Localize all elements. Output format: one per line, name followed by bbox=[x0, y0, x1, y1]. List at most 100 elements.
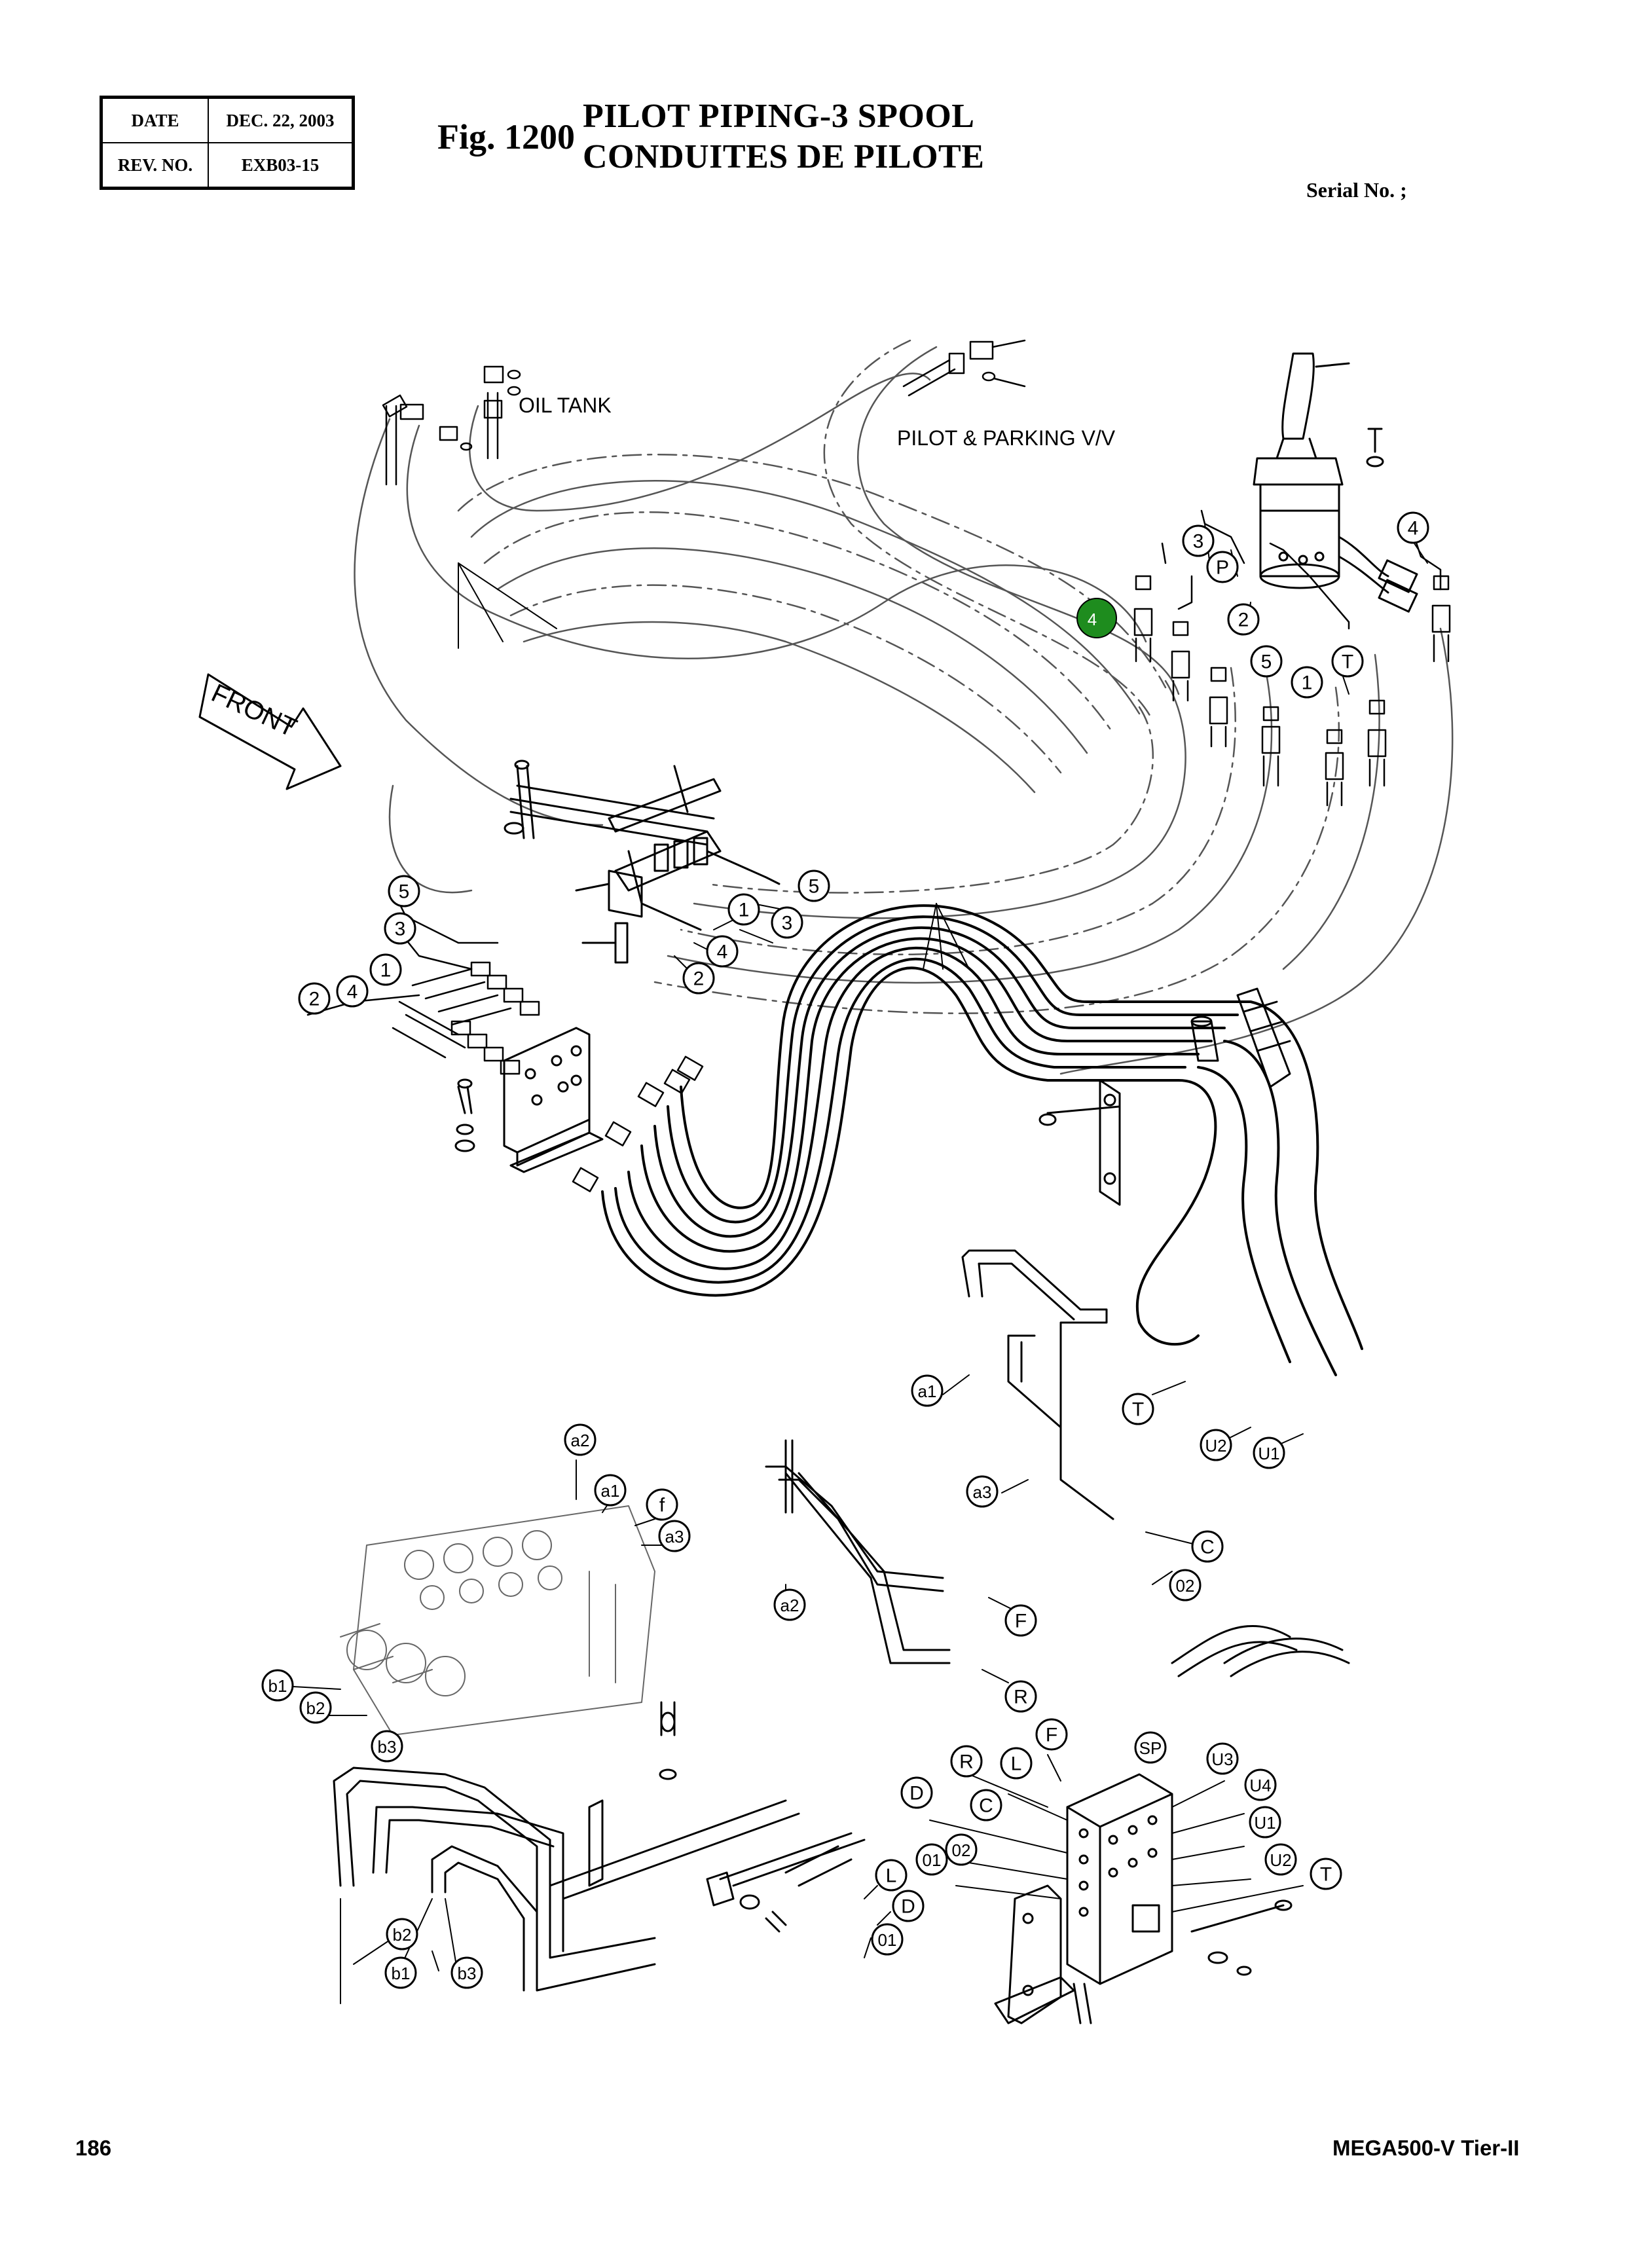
center-pilot-pipes bbox=[765, 1249, 1114, 1664]
callout-label: a3 bbox=[973, 1482, 992, 1502]
callout-circle bbox=[1249, 1806, 1281, 1839]
callout-label: f bbox=[659, 1495, 665, 1516]
callout-label: 1 bbox=[739, 900, 750, 921]
callout-circle bbox=[798, 869, 830, 902]
callout-circle bbox=[1035, 1718, 1068, 1751]
callout-label: 2 bbox=[693, 968, 705, 990]
left-fitting-cluster bbox=[306, 889, 540, 1075]
figure-number: Fig. 1200 bbox=[437, 117, 575, 156]
callout-label: L bbox=[886, 1865, 897, 1887]
callout-label: 2 bbox=[1238, 610, 1249, 631]
callout-label: U4 bbox=[1249, 1776, 1271, 1795]
callout-circle bbox=[1169, 1569, 1202, 1601]
callout-label: F bbox=[1046, 1725, 1057, 1746]
callout-label: 3 bbox=[1193, 531, 1204, 553]
highlight-marker[interactable]: 4 bbox=[1076, 598, 1117, 638]
joystick-port-fittings bbox=[1133, 509, 1451, 807]
callout-circle bbox=[1182, 524, 1215, 557]
callout-label: 01 bbox=[878, 1930, 897, 1950]
callout-label: b3 bbox=[458, 1964, 477, 1983]
rev-label: REV. NO. bbox=[100, 142, 209, 189]
callout-circle bbox=[564, 1423, 597, 1456]
callout-circle bbox=[900, 1776, 933, 1809]
serial-number: Serial No. ; bbox=[1306, 178, 1407, 202]
control-valve-body bbox=[340, 1505, 655, 1736]
callout-label: 5 bbox=[1261, 651, 1272, 673]
callout-circle bbox=[1000, 1747, 1033, 1780]
callout-label: R bbox=[959, 1751, 974, 1773]
callout-label: 1 bbox=[1302, 672, 1313, 694]
callout-circle bbox=[915, 1843, 948, 1876]
callout-circle bbox=[1200, 1429, 1232, 1461]
lower-right-lines bbox=[1171, 1625, 1350, 1677]
callout-circle bbox=[970, 1789, 1002, 1821]
callout-circle bbox=[1206, 1742, 1239, 1775]
middle-elbow-fittings bbox=[572, 1055, 704, 1192]
callout-label: U1 bbox=[1258, 1444, 1279, 1463]
callout-label: b3 bbox=[378, 1737, 397, 1757]
callout-label: P bbox=[1216, 557, 1229, 579]
pilot-parking-valve-fitting bbox=[902, 339, 1026, 397]
callout-circle bbox=[1004, 1680, 1037, 1713]
callout-label: D bbox=[909, 1783, 924, 1804]
callout-label: T bbox=[1342, 651, 1353, 673]
upper-manifold-block bbox=[504, 759, 780, 964]
lower-left-pipes bbox=[333, 1701, 866, 1992]
revision-info-table: DATE DEC. 22, 2003 REV. NO. EXB03-15 bbox=[100, 96, 355, 190]
callout-label: 5 bbox=[809, 876, 820, 898]
callout-circle bbox=[450, 1956, 483, 1989]
callout-circle bbox=[336, 975, 369, 1008]
callout-circle bbox=[1253, 1437, 1285, 1469]
callout-label: a2 bbox=[780, 1596, 799, 1615]
callout-circle bbox=[1250, 645, 1283, 678]
page-number: 186 bbox=[75, 2136, 112, 2160]
callout-circle bbox=[369, 953, 402, 986]
callout-label: 4 bbox=[1408, 518, 1419, 540]
callout-label: 5 bbox=[399, 881, 410, 903]
callout-circle bbox=[1331, 645, 1364, 678]
date-label: DATE bbox=[100, 96, 209, 143]
right-manifold-block bbox=[994, 1773, 1293, 2024]
callout-circle bbox=[1206, 551, 1239, 583]
highlight-marker-label: 4 bbox=[1088, 610, 1097, 629]
callout-circle bbox=[298, 982, 331, 1015]
callout-label: 3 bbox=[782, 913, 793, 934]
callout-label: a1 bbox=[601, 1481, 620, 1501]
callout-label: U1 bbox=[1254, 1813, 1276, 1833]
callout-circle bbox=[646, 1488, 678, 1521]
callout-label: T bbox=[1320, 1864, 1332, 1886]
callout-circle bbox=[1310, 1858, 1342, 1890]
callout-circle bbox=[658, 1520, 691, 1552]
date-value: DEC. 22, 2003 bbox=[208, 96, 354, 143]
joystick-assembly bbox=[1253, 352, 1418, 613]
callout-circle bbox=[1291, 666, 1323, 699]
callout-label: F bbox=[1015, 1611, 1027, 1632]
callout-circle bbox=[371, 1730, 403, 1763]
callout-circle bbox=[1134, 1731, 1167, 1764]
callout-label: b1 bbox=[268, 1676, 287, 1696]
callout-label: U2 bbox=[1205, 1436, 1226, 1455]
bundle-leaders bbox=[458, 562, 970, 970]
callout-label: b2 bbox=[306, 1698, 325, 1718]
callout-circle bbox=[773, 1588, 806, 1621]
callout-circle bbox=[875, 1859, 908, 1892]
rev-value: EXB03-15 bbox=[208, 142, 354, 189]
callout-circle bbox=[1397, 511, 1429, 544]
callout-circle bbox=[1227, 603, 1260, 636]
callout-circle bbox=[1191, 1530, 1224, 1563]
callout-circle bbox=[261, 1669, 294, 1702]
oil-tank-fittings bbox=[382, 365, 521, 486]
callout-label: b2 bbox=[393, 1925, 412, 1945]
upper-hose-bundle bbox=[354, 339, 1454, 1075]
callout-label: U3 bbox=[1211, 1749, 1233, 1769]
callout-circle bbox=[384, 912, 416, 945]
callout-circle bbox=[892, 1890, 925, 1922]
callout-label: C bbox=[979, 1795, 993, 1817]
callout-circle bbox=[911, 1374, 944, 1407]
callout-circle bbox=[706, 935, 739, 968]
callout-circle bbox=[871, 1923, 904, 1956]
callout-label: R bbox=[1014, 1687, 1028, 1708]
callout-label: 02 bbox=[952, 1840, 971, 1860]
callout-circle bbox=[388, 875, 420, 907]
